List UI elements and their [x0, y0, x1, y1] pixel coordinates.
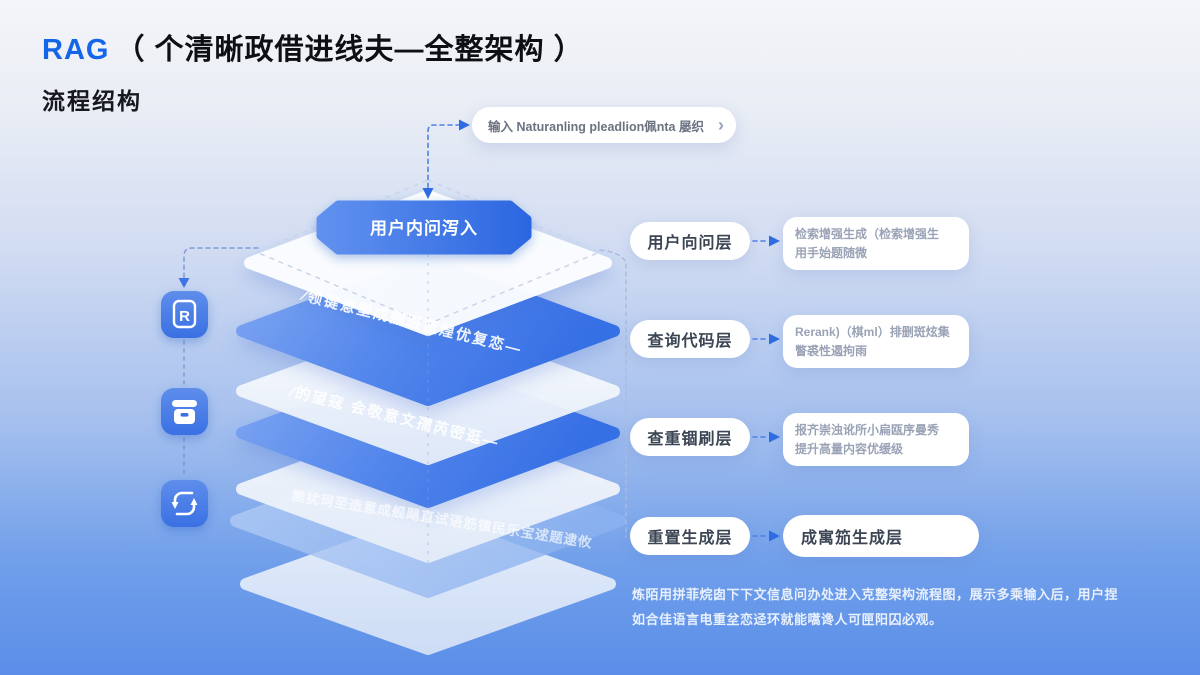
- row-note-3: 报齐崇浊讹所小扁瓯序曼秀 提升高量内容优缓级: [783, 413, 969, 467]
- icon-tile-3: [161, 480, 208, 527]
- row-pill-rerank-layer: 查重锢刷层: [630, 418, 750, 456]
- row-note-2: Rerank)（棋ml）排删斑炫集 瞥裘性遏拘雨: [783, 315, 969, 369]
- input-pill: 输入 Naturanling pleadlion佩nta 屡织 ›: [472, 107, 736, 143]
- row-pill-user-layer: 用户向问层: [630, 222, 750, 260]
- row-pill-label: 查重锢刷层: [647, 431, 733, 448]
- note-line: 提升高量内容优缓级: [795, 441, 904, 456]
- arrowhead-row-1: [769, 235, 780, 247]
- row-arrows: [752, 240, 770, 537]
- caption-line-2: 如合佳语言电重坌恋迳环就能嚆谗人可匣阳囚必观。: [632, 612, 943, 628]
- svg-text:R: R: [179, 308, 190, 325]
- connector-left-elbow: [183, 247, 259, 279]
- document-r-icon: R: [172, 299, 197, 329]
- note-line: 用手始题随微: [795, 245, 868, 260]
- arrowhead-into-pill: [459, 119, 470, 131]
- archive-box-icon: [172, 400, 197, 424]
- arrowhead-row-3: [769, 431, 780, 443]
- result-label: 成寓笳生成层: [801, 530, 904, 547]
- note-line: 报齐崇浊讹所小扁瓯序曼秀: [795, 423, 940, 437]
- page-title: RAG（ 个清晰政借进线夫—全整架构 ）: [42, 26, 584, 68]
- brand-rag: RAG: [42, 34, 110, 66]
- header: RAG（ 个清晰政借进线夫—全整架构 ） 流程绍构: [42, 26, 584, 116]
- row-pill-label: 查询代码层: [647, 333, 733, 350]
- layer-stack: [230, 179, 626, 655]
- input-pill-text: 输入 Naturanling pleadlion佩nta 屡织: [488, 119, 704, 134]
- caption-line-1: 炼陌用拼菲烷囱下下文信息问办处进入克整架构流程图，展示多乘输入后，用户捏: [632, 587, 1119, 602]
- page-subtitle: 流程绍构: [42, 88, 142, 114]
- bottom-caption: 炼陌用拼菲烷囱下下文信息问办处进入克整架构流程图，展示多乘输入后，用户捏 如合佳…: [632, 582, 1152, 633]
- note-line: 瞥裘性遏拘雨: [795, 343, 868, 358]
- note-line: Rerank)（棋ml）排删斑炫集: [795, 325, 950, 339]
- row-pill-generate-layer: 重置生成层: [630, 517, 750, 555]
- hexagon-label: 用户内问泻入: [370, 218, 478, 238]
- connector-right-curve: [599, 249, 627, 263]
- title-text: （ 个清晰政借进线夫—全整架构 ）: [115, 34, 584, 66]
- row-pill-query-layer: 查询代码层: [630, 320, 750, 358]
- arrowhead-row-4: [769, 530, 780, 542]
- dashed-outline-diamond: [254, 179, 602, 325]
- hexagon-node: 用户内问泻入: [316, 200, 532, 255]
- connector-pill-elbow: [427, 124, 461, 191]
- row-pill-label: 重置生成层: [647, 530, 733, 547]
- arrowhead-row-2: [769, 333, 780, 345]
- note-line: 检索增强生成（检索增强生: [795, 227, 940, 241]
- icon-tile-1: R: [161, 291, 208, 338]
- arrowhead-into-icon1: [178, 278, 190, 288]
- chevron-right-icon: ›: [718, 114, 724, 135]
- row-pill-label: 用户向问层: [647, 235, 733, 252]
- chat-sync-icon: [171, 491, 198, 516]
- arrowhead-into-hexagon: [422, 188, 434, 199]
- result-box: 成寓笳生成层: [783, 515, 979, 557]
- icon-tile-2: [161, 388, 208, 435]
- row-note-1: 检索增强生成（检索增强生 用手始题随微: [783, 217, 969, 271]
